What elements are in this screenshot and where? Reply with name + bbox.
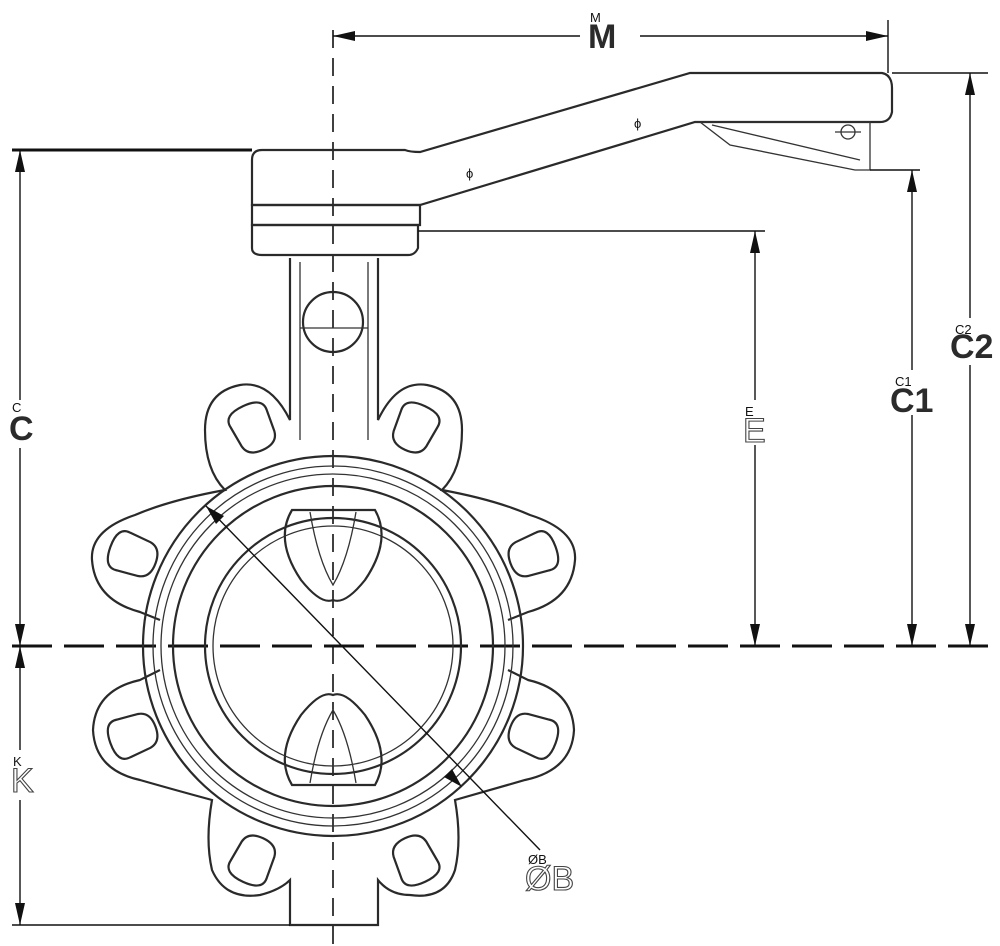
handle-assembly — [250, 71, 894, 257]
label-b: ØB — [525, 860, 574, 898]
handle-mark-1: ϕ — [634, 116, 641, 131]
dimension-c — [12, 148, 252, 646]
label-m-small: M — [590, 10, 601, 25]
dimension-k — [12, 646, 290, 926]
handle-mark-2: ϕ — [466, 166, 473, 181]
dimension-e — [418, 230, 765, 646]
dimension-c1 — [870, 169, 920, 646]
label-b-small: ØB — [528, 852, 547, 867]
label-c1: C1 — [890, 382, 933, 420]
label-c2: C2 — [950, 328, 993, 366]
label-c-small: C — [12, 400, 21, 415]
label-m: M — [588, 18, 616, 56]
dimension-c2 — [892, 72, 988, 646]
label-c1-small: C1 — [895, 374, 912, 389]
dimension-b — [205, 505, 541, 851]
label-e: E — [743, 412, 766, 450]
dimension-m — [333, 20, 889, 73]
label-k-small: K — [13, 754, 22, 769]
label-c: C — [9, 410, 34, 448]
label-c2-small: C2 — [955, 322, 972, 337]
label-k: K — [11, 762, 34, 800]
label-e-small: E — [745, 404, 754, 419]
disc-vanes — [283, 508, 383, 787]
valve-body — [90, 258, 577, 927]
